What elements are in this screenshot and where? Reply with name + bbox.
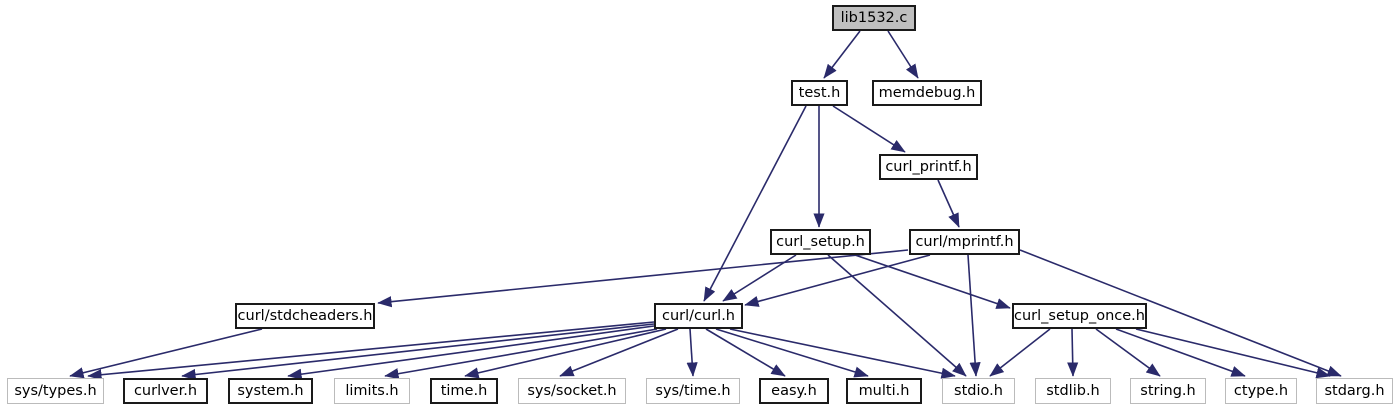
graph-node-label: system.h	[237, 382, 304, 399]
graph-node-stdlib[interactable]: stdlib.h	[1035, 378, 1111, 404]
graph-node-stdarg[interactable]: stdarg.h	[1316, 378, 1393, 404]
graph-node-label: sys/types.h	[14, 382, 97, 399]
graph-node-limits[interactable]: limits.h	[334, 378, 410, 404]
graph-node-label: curlver.h	[133, 382, 198, 399]
graph-node-label: curl_setup.h	[776, 233, 865, 250]
graph-node-label: limits.h	[345, 382, 399, 399]
graph-node-easy[interactable]: easy.h	[759, 378, 829, 404]
graph-node-syssocket[interactable]: sys/socket.h	[518, 378, 626, 404]
graph-edge-curl-to-systime	[686, 328, 698, 377]
graph-edge-curl-to-syssocket	[559, 328, 679, 377]
graph-node-ctype[interactable]: ctype.h	[1225, 378, 1297, 404]
graph-edge-curl_setup-to-stdio	[827, 254, 967, 377]
graph-edge-test-to-curl	[703, 105, 807, 302]
graph-edge-curl-to-systypes	[87, 321, 655, 381]
graph-node-label: stdlib.h	[1046, 382, 1100, 399]
graph-node-label: lib1532.c	[840, 9, 908, 26]
graph-node-systypes[interactable]: sys/types.h	[7, 378, 104, 404]
graph-edge-curl-to-system	[287, 325, 655, 380]
graph-edge-setup_once-to-ctype	[1115, 328, 1246, 377]
graph-node-systime[interactable]: sys/time.h	[646, 378, 740, 404]
graph-node-label: test.h	[798, 84, 841, 101]
graph-node-multi[interactable]: multi.h	[846, 378, 922, 404]
graph-node-label: curl_printf.h	[885, 158, 972, 175]
graph-node-system[interactable]: system.h	[228, 378, 313, 404]
graph-node-mprintf[interactable]: curl/mprintf.h	[909, 229, 1020, 255]
graph-edge-curl_setup-to-setup_once	[854, 254, 1011, 309]
graph-edge-curl-to-multi	[715, 328, 869, 378]
graph-node-label: curl/stdcheaders.h	[237, 307, 373, 324]
graph-edge-lib1532-to-test	[823, 30, 861, 79]
graph-node-time[interactable]: time.h	[430, 378, 498, 404]
graph-edge-curl_printf-to-mprintf	[937, 179, 960, 228]
graph-node-label: ctype.h	[1233, 382, 1289, 399]
graph-edge-setup_once-to-stdio	[989, 328, 1051, 377]
graph-edge-mprintf-to-curl	[744, 254, 931, 307]
graph-node-label: curl/mprintf.h	[915, 233, 1014, 250]
graph-edge-setup_once-to-string	[1095, 328, 1161, 377]
graph-node-curl_printf[interactable]: curl_printf.h	[879, 154, 978, 180]
graph-edge-setup_once-to-stdarg	[1135, 328, 1331, 379]
graph-node-label: time.h	[440, 382, 488, 399]
graph-edge-lib1532-to-memdebug	[887, 30, 919, 79]
graph-edge-test-to-curl_printf	[832, 105, 906, 153]
graph-node-label: sys/time.h	[655, 382, 731, 399]
graph-edge-mprintf-to-stdarg	[1019, 249, 1342, 377]
graph-edge-curl-to-time	[464, 328, 667, 379]
graph-node-label: sys/socket.h	[527, 382, 617, 399]
graph-node-curlver[interactable]: curlver.h	[123, 378, 208, 404]
graph-edge-stdcheaders-to-systypes	[69, 328, 263, 379]
graph-edge-curl-to-stdio	[729, 328, 956, 379]
graph-node-stdcheaders[interactable]: curl/stdcheaders.h	[235, 303, 375, 329]
graph-edge-mprintf-to-stdio	[967, 254, 981, 377]
graph-node-curl_setup[interactable]: curl_setup.h	[770, 229, 871, 255]
graph-node-stdio[interactable]: stdio.h	[942, 378, 1015, 404]
graph-node-curl[interactable]: curl/curl.h	[654, 303, 743, 329]
graph-node-label: memdebug.h	[878, 84, 976, 101]
graph-node-label: curl_setup_once.h	[1014, 307, 1145, 324]
graph-node-lib1532: lib1532.c	[832, 5, 916, 31]
graph-edge-setup_once-to-stdlib	[1067, 328, 1079, 377]
graph-edge-curl-to-easy	[705, 328, 786, 377]
graph-node-label: multi.h	[858, 382, 910, 399]
graph-node-test[interactable]: test.h	[791, 80, 848, 106]
graph-node-label: curl/curl.h	[662, 307, 735, 324]
graph-node-memdebug[interactable]: memdebug.h	[872, 80, 982, 106]
graph-node-setup_once[interactable]: curl_setup_once.h	[1012, 303, 1147, 329]
graph-node-label: easy.h	[771, 382, 817, 399]
graph-node-label: string.h	[1140, 382, 1196, 399]
graph-node-string[interactable]: string.h	[1130, 378, 1206, 404]
graph-edge-curl-to-curlver	[181, 323, 655, 381]
graph-node-label: stdarg.h	[1324, 382, 1385, 399]
graph-edge-curl-to-limits	[384, 328, 658, 380]
graph-edge-mprintf-to-stdcheaders	[377, 249, 909, 308]
graph-node-label: stdio.h	[954, 382, 1003, 399]
